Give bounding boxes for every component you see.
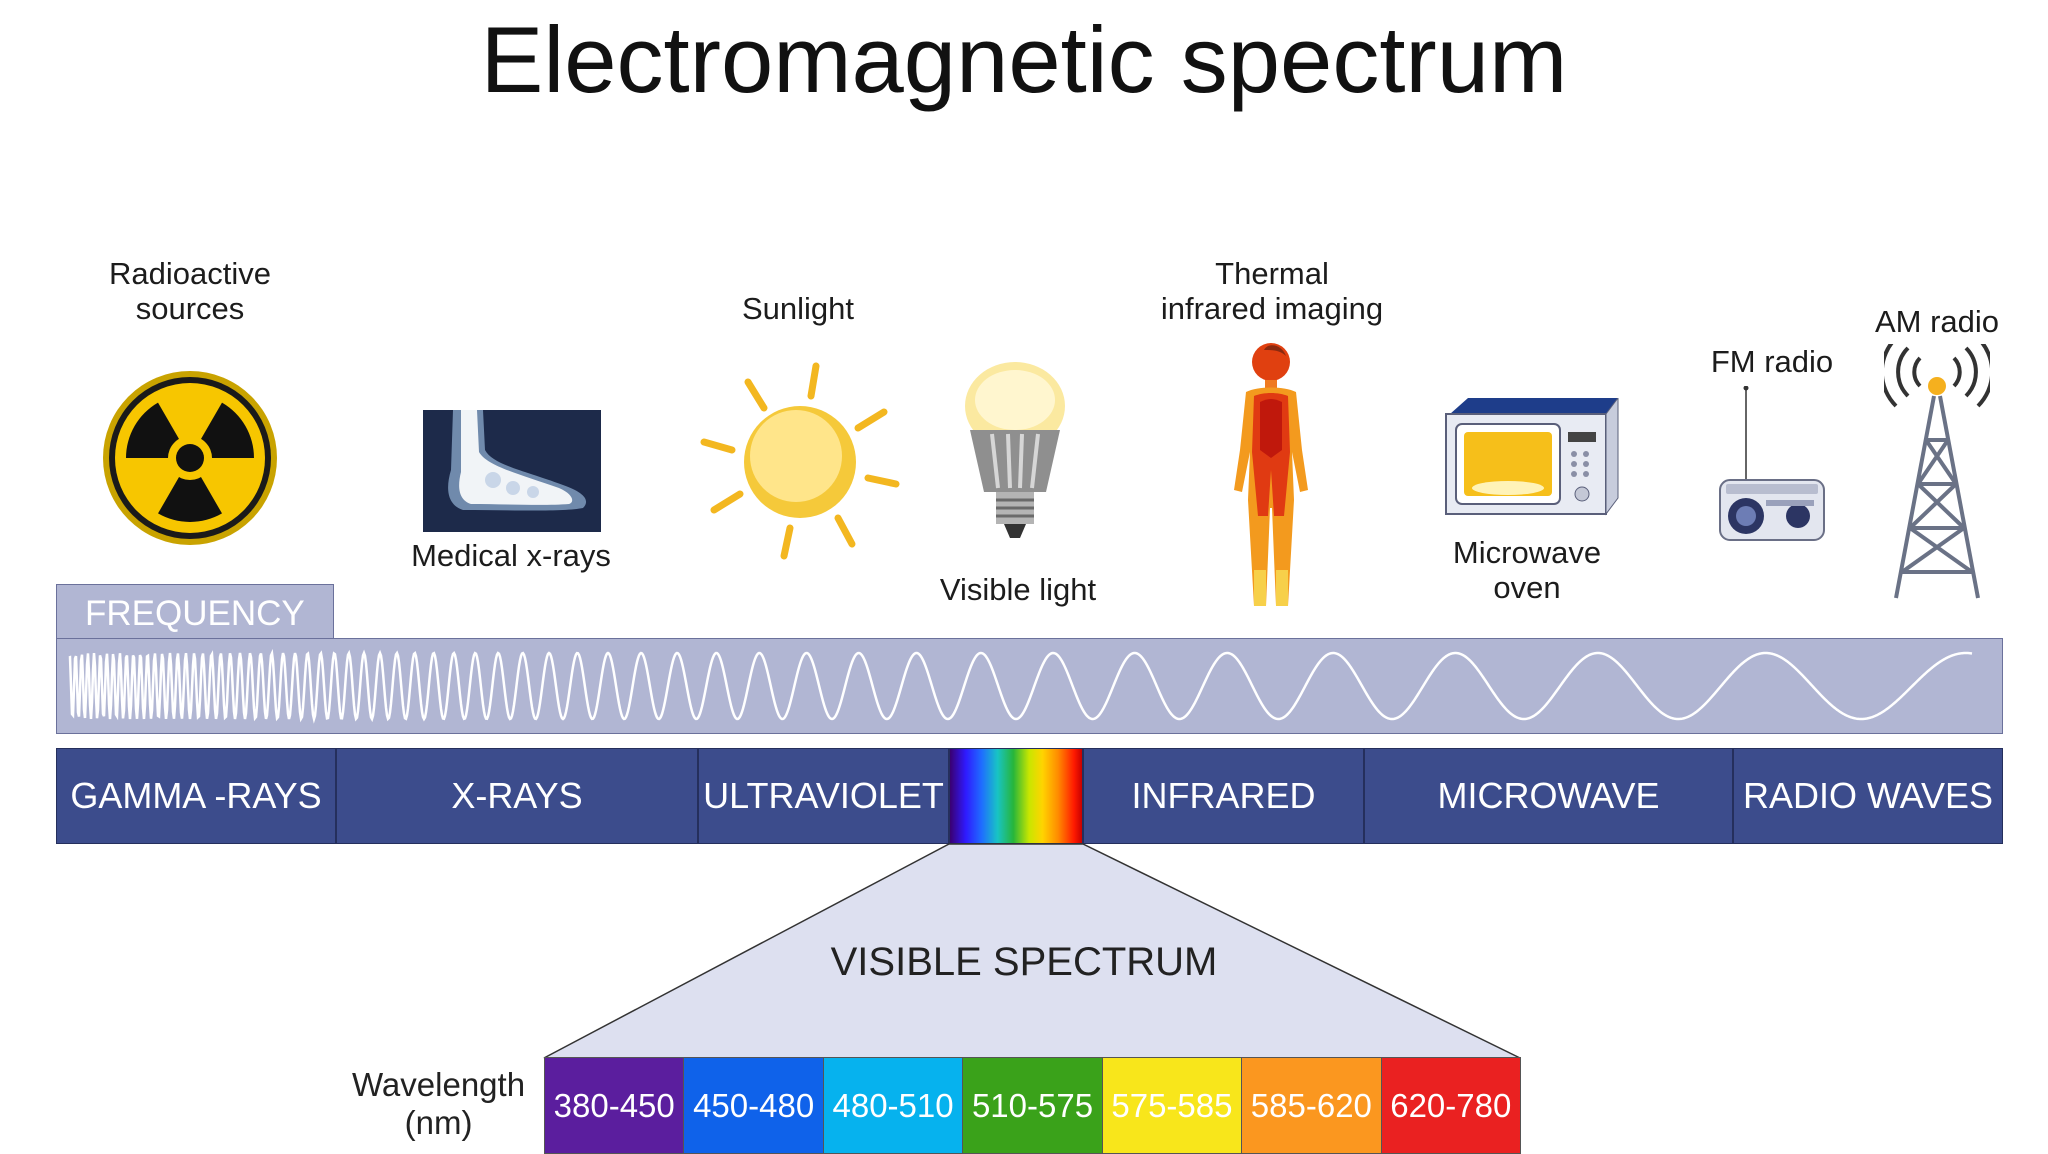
band-microwave: MICROWAVE bbox=[1364, 748, 1733, 844]
xray-foot-icon bbox=[423, 410, 601, 532]
band-ultraviolet: ULTRAVIOLET bbox=[698, 748, 949, 844]
label-sunlight: Sunlight bbox=[741, 291, 855, 326]
wavelength-range-380-450: 380-450 bbox=[544, 1057, 685, 1154]
wavelength-range-480-510: 480-510 bbox=[822, 1057, 964, 1154]
frequency-label: FREQUENCY bbox=[85, 594, 305, 633]
label-fm-radio: FM radio bbox=[1710, 344, 1834, 379]
visible-spectrum-label: VISIBLE SPECTRUM bbox=[830, 940, 1218, 984]
label-medical-xrays: Medical x-rays bbox=[411, 538, 611, 573]
frequency-tab: FREQUENCY bbox=[56, 584, 334, 638]
light-bulb-icon bbox=[965, 362, 1065, 538]
thermal-person-icon bbox=[1234, 343, 1308, 606]
band-x-rays: X-RAYS bbox=[336, 748, 698, 844]
microwave-oven-icon bbox=[1445, 398, 1619, 516]
spectrum-band-bar: GAMMA -RAYS X-RAYS ULTRAVIOLET INFRARED … bbox=[56, 748, 2003, 844]
wavelength-range-575-585: 575-585 bbox=[1101, 1057, 1243, 1154]
frequency-wave-bar bbox=[56, 638, 2003, 734]
wavelength-range-510-575: 510-575 bbox=[962, 1057, 1103, 1154]
frequency-wave bbox=[68, 648, 1973, 724]
wavelength-axis-label: Wavelength (nm) bbox=[352, 1066, 526, 1141]
sun-icon bbox=[700, 362, 900, 560]
page-title: Electromagnetic spectrum bbox=[480, 7, 1568, 112]
band-visible-light bbox=[949, 748, 1083, 844]
fm-radio-icon bbox=[1719, 386, 1825, 541]
radio-tower-icon bbox=[1884, 344, 1990, 599]
radioactive-icon bbox=[103, 371, 277, 545]
wavelength-range-585-620: 585-620 bbox=[1241, 1057, 1382, 1154]
label-am-radio: AM radio bbox=[1874, 304, 2000, 339]
label-visible-light: Visible light bbox=[939, 572, 1097, 607]
band-infrared: INFRARED bbox=[1083, 748, 1364, 844]
wavelength-range-620-780: 620-780 bbox=[1380, 1057, 1521, 1154]
band-gamma-rays: GAMMA -RAYS bbox=[56, 748, 336, 844]
wavelength-range-450-480: 450-480 bbox=[683, 1057, 824, 1154]
band-radio-waves: RADIO WAVES bbox=[1733, 748, 2003, 844]
